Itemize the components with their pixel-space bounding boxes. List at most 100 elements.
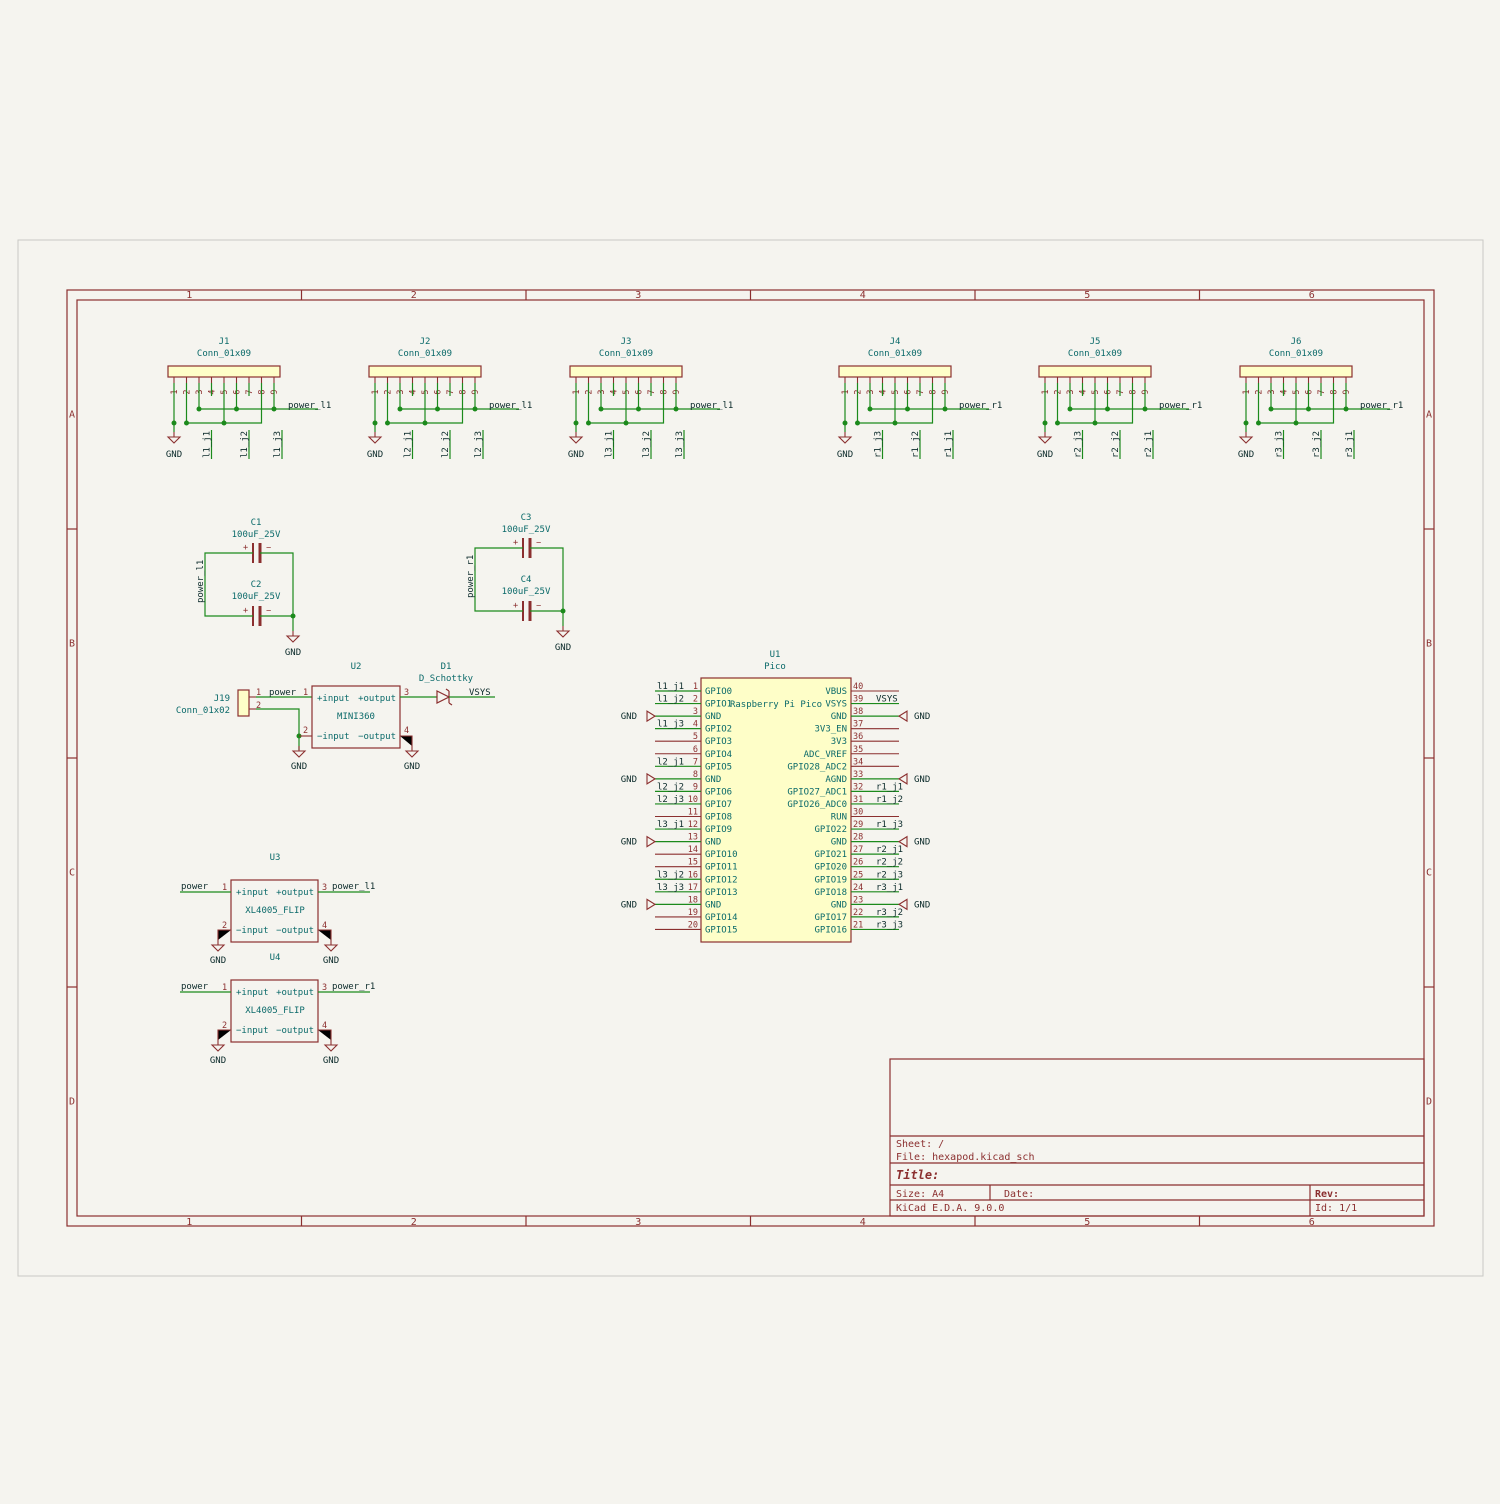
u1-pin-name-4: GPIO2 — [705, 725, 732, 735]
regulator-u3-pin1: 1 — [222, 883, 227, 893]
u1-right-gnd-28: GND — [914, 838, 930, 848]
title-rev: Rev: — [1315, 1189, 1339, 1200]
connector-signal-3: r2_j1 — [1144, 431, 1154, 458]
connector-pin-6: 6 — [1305, 389, 1315, 394]
u1-pin-18: 18 — [688, 895, 698, 905]
u1-right-net-24: r3_j1 — [876, 883, 903, 893]
connector-body — [368, 365, 482, 378]
cap-ref-2: C2 — [251, 580, 262, 590]
u1-pin-34: 34 — [853, 757, 863, 767]
u1-pin-name-24: GPIO18 — [814, 888, 847, 898]
connector-signal-1: r2_j3 — [1074, 431, 1084, 458]
connector-ref: J2 — [420, 337, 431, 347]
connector-gnd-label: GND — [1037, 450, 1053, 460]
frame-row-left-D: D — [69, 1097, 75, 1108]
connector-value: Conn_01x09 — [197, 349, 251, 359]
u1-pin-name-15: GPIO11 — [705, 863, 738, 873]
title-size: Size: A4 — [896, 1189, 944, 1200]
frame-col-bottom-6: 6 — [1309, 1217, 1315, 1228]
connector-gnd-symbol — [568, 432, 584, 444]
frame-row-left-A: A — [69, 410, 75, 421]
connector-pin-6: 6 — [1104, 389, 1114, 394]
u1-pin-4: 4 — [693, 720, 698, 730]
connector-ref: J1 — [219, 337, 230, 347]
title-date: Date: — [1004, 1189, 1034, 1200]
connector-gnd-symbol — [166, 432, 182, 444]
frame-col-bottom-4: 4 — [860, 1217, 866, 1228]
u1-pin-name-37: 3V3_EN — [814, 725, 847, 735]
connector-power-net: power_l1 — [288, 401, 331, 411]
u1-pin-31: 31 — [853, 795, 863, 805]
regulator-u3[interactable]: U3+input+outputXL4005_FLIP−input−output1… — [180, 853, 375, 966]
regulator-u4-gnd-out-label: GND — [323, 1056, 339, 1066]
title-block-frame — [889, 1058, 1425, 1217]
connector-gnd-label: GND — [1238, 450, 1254, 460]
connector-pin-6: 6 — [233, 389, 243, 394]
frame-col-top-4: 4 — [860, 290, 866, 301]
u1-pin-name-27: GPIO21 — [814, 850, 847, 860]
regulator-u2[interactable]: U2+input+outputMINI360−input−output1234G… — [291, 662, 437, 772]
u1-pin-36: 36 — [853, 732, 863, 742]
cap-value-1: 100uF_25V — [502, 525, 551, 535]
cap-minus-1: − — [266, 543, 271, 553]
u1-pin-name-13: GND — [705, 838, 721, 848]
u1-pin-3: 3 — [693, 707, 698, 717]
u1-pin-name-35: ADC_VREF — [804, 750, 847, 760]
connector-pin-2: 2 — [1255, 389, 1265, 394]
u1-right-gnd-38: GND — [914, 712, 930, 722]
u1-right-net-22: r3_j2 — [876, 908, 903, 918]
u2-pin4: 4 — [404, 726, 409, 736]
u1-pin-17: 17 — [688, 883, 698, 893]
regulator-u4[interactable]: U4+input+outputXL4005_FLIP−input−output1… — [180, 953, 375, 1066]
connector-value: Conn_01x09 — [1068, 349, 1122, 359]
u1-pin-name-29: GPIO22 — [814, 825, 847, 835]
connector-pin-7: 7 — [647, 389, 657, 394]
u2-gnd-out-label: GND — [404, 762, 420, 772]
connector-gnd-symbol — [1238, 432, 1254, 444]
frame-col-bottom-1: 1 — [186, 1217, 192, 1228]
connector-pin-7: 7 — [1317, 389, 1327, 394]
u1-left-gnd-3: GND — [621, 712, 637, 722]
connector-pin-8: 8 — [929, 389, 939, 394]
u1-right-net-27: r2_j1 — [876, 845, 903, 855]
frame-row-right-B: B — [1426, 639, 1432, 650]
j19-net: power — [269, 688, 297, 698]
regulator-u3-pin4: 4 — [322, 921, 327, 931]
u1-pin-28: 28 — [853, 833, 863, 843]
connector-pin-3: 3 — [597, 389, 607, 394]
u1-pin-name-28: GND — [831, 838, 847, 848]
u1-pin-name-18: GND — [705, 900, 721, 910]
regulator-u3-in-plus: +input — [236, 888, 269, 898]
u1-pin-33: 33 — [853, 770, 863, 780]
connector-pin-3: 3 — [195, 389, 205, 394]
u1-pin-name-26: GPIO20 — [814, 863, 847, 873]
u2-gnd-in-label: GND — [291, 762, 307, 772]
connector-pin-3: 3 — [1066, 389, 1076, 394]
u1-pin-19: 19 — [688, 908, 698, 918]
u2-gnd-in-symbol — [291, 746, 307, 758]
regulator-u3-out-plus: +output — [276, 888, 314, 898]
connector-pin-3: 3 — [1267, 389, 1277, 394]
regulator-u4-pin2: 2 — [222, 1021, 227, 1031]
u1-pin-30: 30 — [853, 808, 863, 818]
connector-pin-2: 2 — [585, 389, 595, 394]
cap-net-label: power_l1 — [196, 560, 206, 603]
u1-pin-name-2: GPIO1 — [705, 700, 732, 710]
u1-right-net-25: r2_j3 — [876, 870, 903, 880]
regulator-u3-out-net: power_l1 — [332, 882, 375, 892]
connector-pin-1: 1 — [1041, 389, 1051, 394]
cap-ref-1: C3 — [521, 513, 532, 523]
